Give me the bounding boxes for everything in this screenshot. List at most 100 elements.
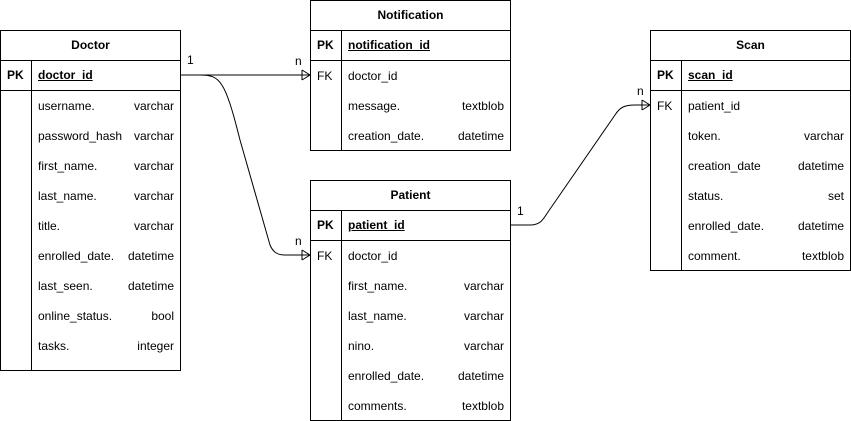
- field-row[interactable]: comments.textblob: [311, 391, 510, 421]
- pk-label: PK: [657, 68, 674, 82]
- divider: [341, 61, 342, 151]
- divider: [341, 241, 342, 421]
- divider: [681, 91, 682, 271]
- field-name: nino.: [348, 339, 375, 353]
- fk-label: FK: [317, 69, 333, 83]
- field-row[interactable]: online_status. bool: [1, 301, 180, 331]
- cardinality-doctor-patient-many: n: [295, 234, 302, 248]
- field-type: varchar: [463, 339, 504, 353]
- field-row[interactable]: message. textblob: [311, 91, 510, 121]
- field-type: datetime: [797, 159, 844, 173]
- field-list: FK doctor_id first_name.varchar last_name…: [311, 241, 510, 421]
- field-row[interactable]: title.varchar: [1, 211, 180, 241]
- field-name: creation_date: [688, 159, 761, 173]
- fk-label: FK: [657, 99, 673, 113]
- field-name: comments.: [348, 399, 407, 413]
- field-type: varchar: [463, 309, 504, 323]
- field-row[interactable]: comment. textblob: [651, 241, 850, 271]
- field-type: textblob: [801, 249, 844, 263]
- field-row[interactable]: enrolled_date. datetime: [1, 241, 180, 271]
- field-name: creation_date.: [348, 129, 425, 143]
- field-type: varchar: [133, 189, 174, 203]
- primary-key-row[interactable]: PK scan_id: [651, 61, 850, 91]
- field-name: enrolled_date.: [348, 369, 425, 383]
- field-name: password_hash: [38, 129, 123, 143]
- divider: [31, 61, 32, 90]
- field-list: FK doctor_id message. textblob creation_da…: [311, 61, 510, 151]
- field-type: varchar: [133, 219, 174, 233]
- field-row[interactable]: token.varchar: [651, 121, 850, 151]
- divider: [341, 31, 342, 60]
- table-patient[interactable]: Patient PK patient_id FK doctor_id first_…: [310, 180, 511, 421]
- field-row[interactable]: creation_date. datetime: [311, 121, 510, 151]
- table-doctor[interactable]: Doctor PK doctor_id username. varchar pas…: [0, 30, 181, 371]
- field-row[interactable]: enrolled_date. datetime: [311, 361, 510, 391]
- cardinality-doctor-notification-one: 1: [187, 53, 194, 67]
- field-type: set: [827, 189, 844, 203]
- field-name: comment.: [688, 249, 741, 263]
- field-row[interactable]: last_name.varchar: [1, 181, 180, 211]
- field-type: datetime: [457, 129, 504, 143]
- field-type: datetime: [797, 219, 844, 233]
- field-name: doctor_id: [348, 69, 398, 83]
- field-name: username.: [38, 99, 95, 113]
- field-row[interactable]: tasks. integer: [1, 331, 180, 361]
- field-row[interactable]: nino. varchar: [311, 331, 510, 361]
- field-name: last_seen.: [38, 279, 93, 293]
- pk-field-name: scan_id: [688, 68, 733, 82]
- field-name: online_status.: [38, 309, 113, 323]
- cardinality-patient-scan-many: n: [637, 84, 644, 98]
- field-type: datetime: [457, 369, 504, 383]
- divider: [681, 61, 682, 90]
- pk-label: PK: [317, 218, 334, 232]
- table-notification[interactable]: Notification PK notification_id FK doctor…: [310, 0, 511, 151]
- table-title: Patient: [311, 181, 510, 211]
- connector-doctor-patient: [180, 74, 310, 256]
- field-name: enrolled_date.: [38, 249, 115, 263]
- divider: [31, 91, 32, 371]
- table-title: Doctor: [1, 31, 180, 61]
- pk-label: PK: [7, 68, 24, 82]
- field-name: tasks.: [38, 339, 70, 353]
- field-row[interactable]: first_name.varchar: [311, 271, 510, 301]
- field-row[interactable]: first_name. varchar: [1, 151, 180, 181]
- field-row[interactable]: creation_date datetime: [651, 151, 850, 181]
- field-name: enrolled_date.: [688, 219, 765, 233]
- field-type: datetime: [127, 249, 174, 263]
- field-row[interactable]: username. varchar: [1, 91, 180, 121]
- field-row[interactable]: last_seen. datetime: [1, 271, 180, 301]
- field-row[interactable]: last_name.varchar: [311, 301, 510, 331]
- field-name: first_name.: [38, 159, 98, 173]
- field-type: datetime: [127, 279, 174, 293]
- field-type: varchar: [803, 129, 844, 143]
- pk-label: PK: [317, 38, 334, 52]
- cardinality-doctor-notification-many: n: [295, 54, 302, 68]
- connector-patient-scan: [510, 104, 650, 226]
- field-type: textblob: [461, 99, 504, 113]
- field-type: varchar: [133, 159, 174, 173]
- field-type: varchar: [133, 99, 174, 113]
- field-row[interactable]: FK doctor_id: [311, 241, 510, 271]
- field-type: bool: [151, 309, 174, 323]
- primary-key-row[interactable]: PK patient_id: [311, 211, 510, 241]
- field-row[interactable]: enrolled_date. datetime: [651, 211, 850, 241]
- primary-key-row[interactable]: PK notification_id: [311, 31, 510, 61]
- field-type: varchar: [463, 279, 504, 293]
- fk-label: FK: [317, 249, 333, 263]
- pk-field-name: notification_id: [348, 38, 430, 52]
- field-type: integer: [137, 339, 174, 353]
- cardinality-patient-scan-one: 1: [517, 204, 524, 218]
- field-row[interactable]: FK doctor_id: [311, 61, 510, 91]
- table-title: Notification: [311, 1, 510, 31]
- field-name: message.: [348, 99, 401, 113]
- field-name: doctor_id: [348, 249, 398, 263]
- primary-key-row[interactable]: PK doctor_id: [1, 61, 180, 91]
- field-row[interactable]: status.set: [651, 181, 850, 211]
- table-title: Scan: [651, 31, 850, 61]
